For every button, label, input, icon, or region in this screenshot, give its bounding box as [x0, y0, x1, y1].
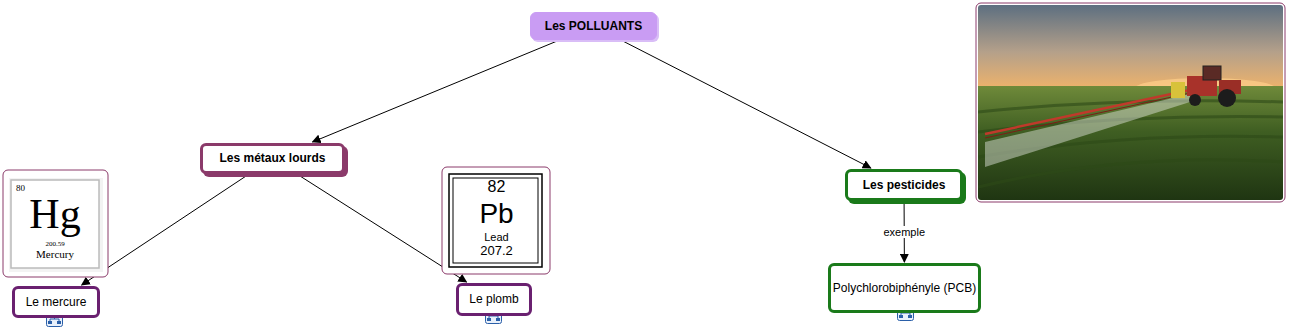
tractor-photo: [975, 2, 1286, 203]
atomic-mass: 200.59: [11, 240, 99, 248]
edge-label: exemple: [880, 226, 928, 238]
category-box: Les pesticides: [845, 169, 963, 201]
element-name: Mercury: [11, 248, 99, 260]
connector-arrow: [298, 175, 466, 282]
element-name: Lead: [453, 231, 540, 243]
category-box: Les métaux lourds: [200, 143, 345, 174]
node-text: Polychlorobiphényle (PCB): [833, 281, 976, 295]
atomic-mass: 207.2: [453, 243, 540, 258]
connector-arrow: [312, 41, 557, 142]
concept-box: Polychlorobiphényle (PCB): [828, 263, 981, 313]
node-text: Les pesticides: [863, 178, 946, 192]
root-box: Les POLLUANTS: [530, 12, 657, 40]
connector-arrow: [623, 41, 871, 168]
element-symbol: Pb: [453, 197, 540, 231]
atomic-number: 82: [453, 178, 540, 196]
element-symbol: Hg: [11, 190, 99, 238]
node-text: Les métaux lourds: [219, 151, 325, 165]
concept-box: Le mercure: [12, 286, 100, 318]
node-text: Les POLLUANTS: [545, 19, 642, 33]
concept-box: Le plomb: [456, 283, 532, 316]
node-text: Le mercure: [26, 295, 87, 309]
node-text: Le plomb: [469, 292, 518, 306]
